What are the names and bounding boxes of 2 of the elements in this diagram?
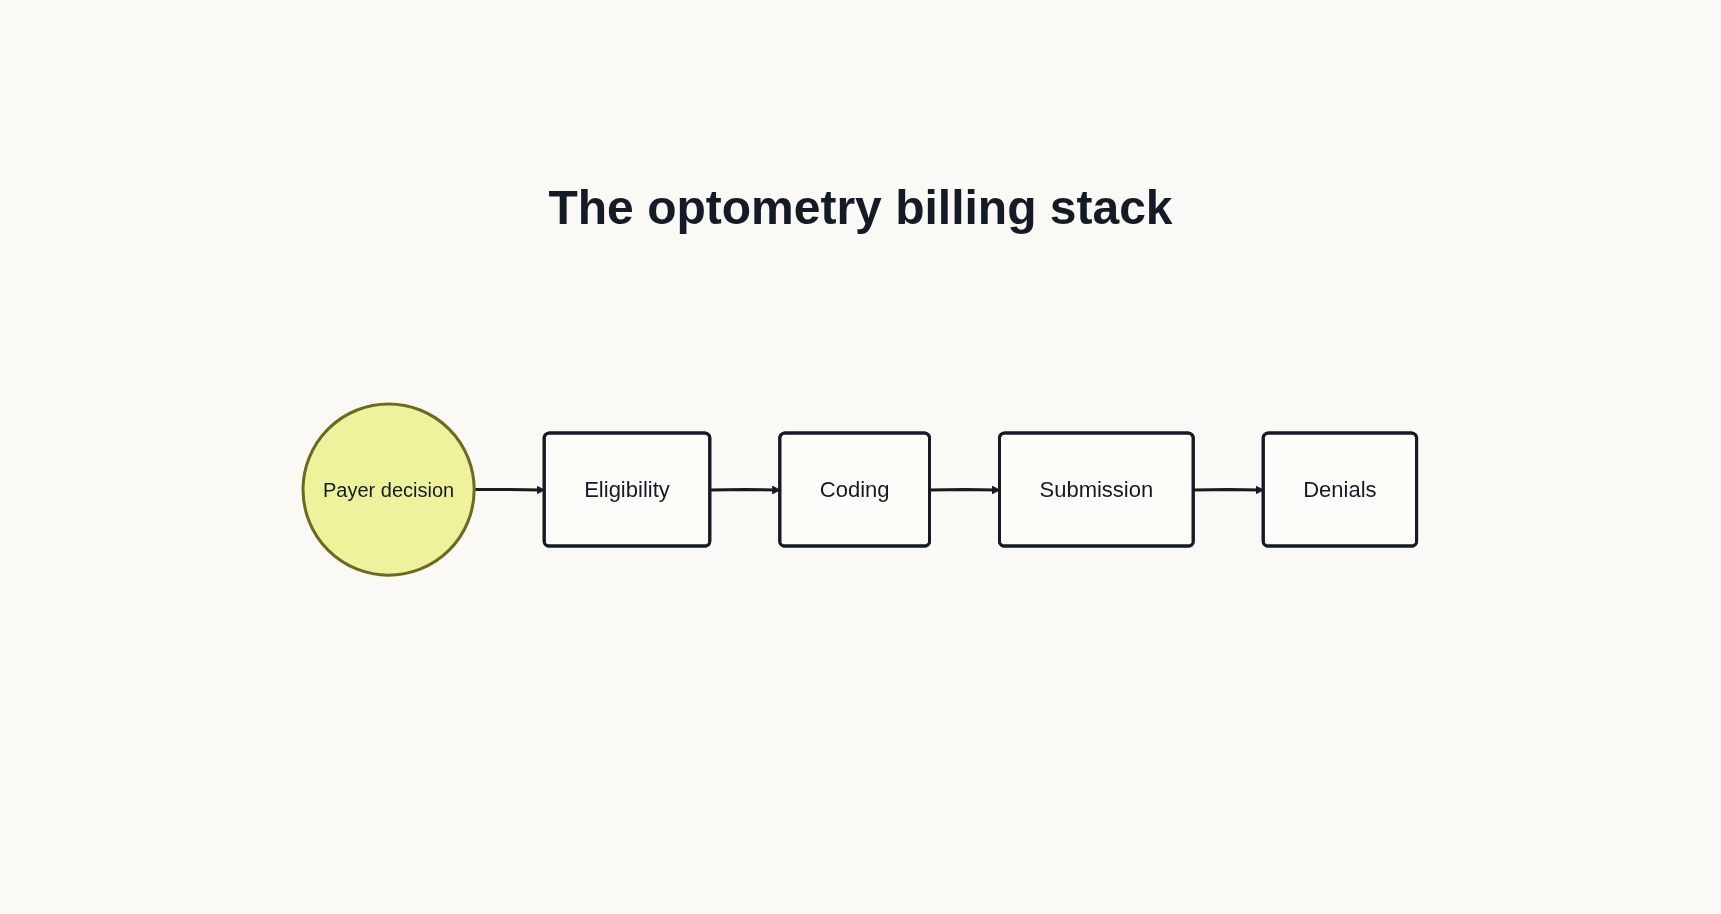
diagram-title: The optometry billing stack (547, 180, 1174, 235)
node-circle: Payer decision (301, 402, 476, 578)
